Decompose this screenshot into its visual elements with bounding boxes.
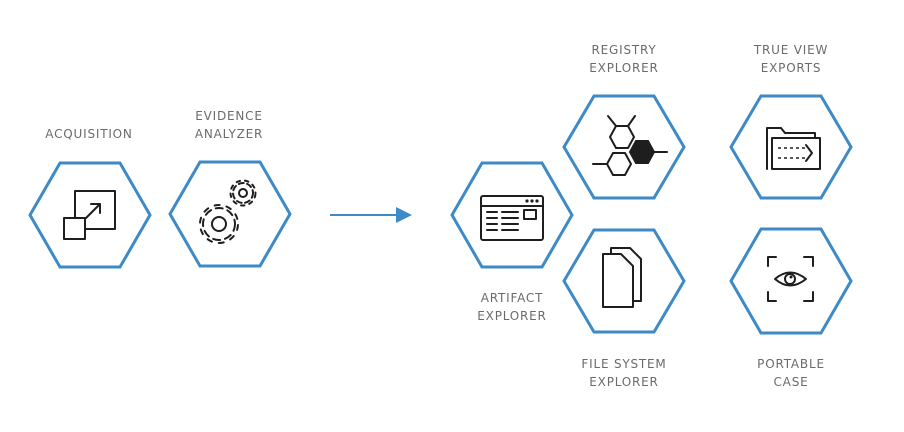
artifact-explorer-label: ARTIFACT EXPLORER — [432, 289, 592, 325]
gears-icon — [199, 179, 257, 244]
true-view-exports-label-line1: TRUE VIEW — [753, 43, 829, 57]
artifact-explorer-label-line1: ARTIFACT — [480, 291, 544, 305]
true-view-exports-label-line2: EXPORTS — [760, 61, 822, 75]
file-system-explorer-hexagon — [562, 228, 686, 334]
molecule-icon — [592, 115, 668, 176]
evidence-analyzer-label: EVIDENCE ANALYZER — [149, 107, 309, 143]
evidence-analyzer-label-line1: EVIDENCE — [195, 109, 263, 123]
true-view-exports-label: TRUE VIEW EXPORTS — [711, 41, 871, 77]
evidence-analyzer-label-line2: ANALYZER — [194, 127, 264, 141]
file-system-explorer-label-line2: EXPLORER — [589, 375, 659, 389]
acquisition-node — [28, 161, 152, 269]
acquisition-hexagon — [28, 161, 152, 269]
portable-case-node — [729, 227, 853, 335]
registry-explorer-label: REGISTRY EXPLORER — [544, 41, 704, 77]
true-view-exports-hexagon — [729, 94, 853, 200]
portable-case-label: PORTABLE CASE — [711, 355, 871, 391]
browser-window-icon — [480, 195, 544, 241]
documents-icon — [602, 247, 642, 308]
registry-explorer-hexagon — [562, 94, 686, 200]
evidence-analyzer-hexagon — [168, 160, 292, 268]
eye-frame-icon — [767, 256, 814, 302]
acquisition-label-line1: ACQUISITION — [45, 127, 133, 141]
registry-explorer-label-line1: REGISTRY — [591, 43, 657, 57]
true-view-exports-node — [729, 94, 853, 200]
file-system-explorer-label: FILE SYSTEM EXPLORER — [544, 355, 704, 391]
portable-case-hexagon — [729, 227, 853, 335]
artifact-explorer-hexagon — [450, 161, 574, 269]
folder-export-icon — [766, 127, 821, 170]
portable-case-label-line2: CASE — [773, 375, 809, 389]
evidence-analyzer-node — [168, 160, 292, 268]
acquisition-label: ACQUISITION — [9, 125, 169, 143]
artifact-explorer-label-line2: EXPLORER — [477, 309, 547, 323]
file-system-explorer-label-line1: FILE SYSTEM — [581, 357, 667, 371]
registry-explorer-node — [562, 94, 686, 200]
portable-case-label-line1: PORTABLE — [757, 357, 825, 371]
file-system-explorer-node — [562, 228, 686, 334]
resize-icon — [63, 190, 116, 240]
registry-explorer-label-line2: EXPLORER — [589, 61, 659, 75]
artifact-explorer-node — [450, 161, 574, 269]
